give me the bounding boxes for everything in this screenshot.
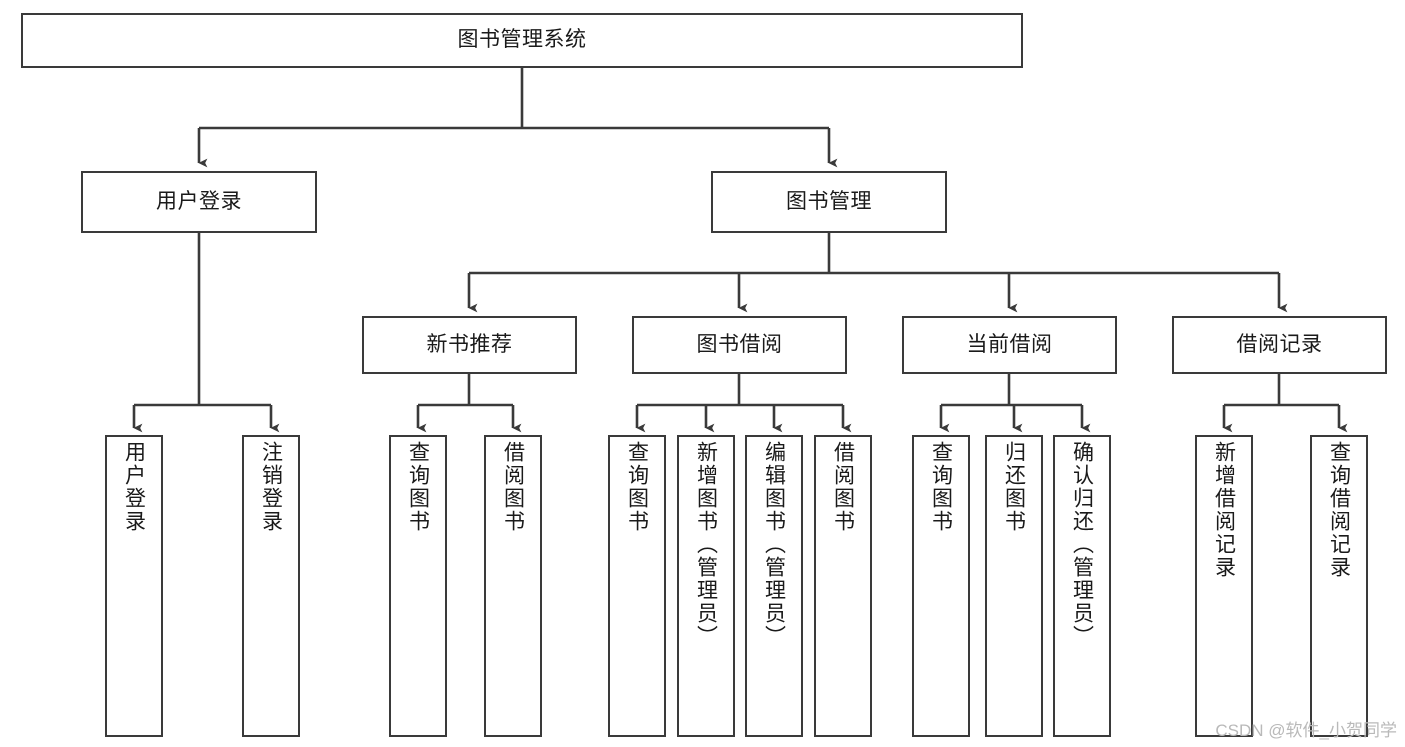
node-book-borrow-label: 图书借阅 <box>696 332 783 356</box>
node-leaf-query-book-borrow-label: 查询图书 <box>625 441 649 533</box>
edge-root-to-level1 <box>197 68 838 168</box>
node-book-borrow[interactable]: 图书借阅 <box>632 316 847 374</box>
node-leaf-user-login[interactable]: 用户登录 <box>105 435 163 737</box>
node-new-book-recommend[interactable]: 新书推荐 <box>362 316 577 374</box>
node-leaf-edit-book-admin[interactable]: 编辑图书（管理员） <box>745 435 803 737</box>
node-user-login[interactable]: 用户登录 <box>81 171 317 233</box>
node-leaf-return-book[interactable]: 归还图书 <box>985 435 1043 737</box>
edge-newbook-to-leaves <box>416 374 522 433</box>
node-leaf-borrow-book[interactable]: 借阅图书 <box>814 435 872 737</box>
node-borrow-record[interactable]: 借阅记录 <box>1172 316 1387 374</box>
node-current-borrow[interactable]: 当前借阅 <box>902 316 1117 374</box>
csdn-watermark: CSDN @软件_小贺同学 <box>1215 721 1397 740</box>
node-leaf-query-book-current[interactable]: 查询图书 <box>912 435 970 737</box>
node-leaf-borrow-book-label: 借阅图书 <box>831 441 855 533</box>
node-leaf-borrow-book-recommend-label: 借阅图书 <box>501 441 525 533</box>
node-leaf-user-logout[interactable]: 注销登录 <box>242 435 300 737</box>
node-root[interactable]: 图书管理系统 <box>21 13 1023 68</box>
node-user-login-label: 用户登录 <box>156 189 242 213</box>
node-book-management[interactable]: 图书管理 <box>711 171 947 233</box>
node-leaf-query-book-recommend-label: 查询图书 <box>406 441 430 533</box>
edge-borrowrecord-to-leaves <box>1222 374 1348 433</box>
node-leaf-query-book-current-label: 查询图书 <box>929 441 953 533</box>
node-leaf-query-borrow-record-label: 查询借阅记录 <box>1327 441 1351 579</box>
node-leaf-add-book-admin-label: 新增图书（管理员） <box>694 441 718 648</box>
node-leaf-add-book-admin[interactable]: 新增图书（管理员） <box>677 435 735 737</box>
node-leaf-query-borrow-record[interactable]: 查询借阅记录 <box>1310 435 1368 737</box>
node-leaf-confirm-return-admin-label: 确认归还（管理员） <box>1070 441 1094 648</box>
node-leaf-return-book-label: 归还图书 <box>1002 441 1026 533</box>
node-leaf-add-borrow-record-label: 新增借阅记录 <box>1212 441 1236 579</box>
node-root-label: 图书管理系统 <box>457 28 587 52</box>
edge-bookmgmt-to-level2 <box>467 233 1288 313</box>
node-new-book-recommend-label: 新书推荐 <box>426 332 513 356</box>
node-leaf-user-login-label: 用户登录 <box>122 441 146 533</box>
node-leaf-add-borrow-record[interactable]: 新增借阅记录 <box>1195 435 1253 737</box>
node-leaf-borrow-book-recommend[interactable]: 借阅图书 <box>484 435 542 737</box>
edge-currentborrow-to-leaves <box>939 374 1091 433</box>
edge-bookborrow-to-leaves <box>635 374 852 433</box>
node-leaf-confirm-return-admin[interactable]: 确认归还（管理员） <box>1053 435 1111 737</box>
node-leaf-user-logout-label: 注销登录 <box>259 441 283 533</box>
edge-userlogin-to-leaves <box>132 233 280 433</box>
node-book-management-label: 图书管理 <box>786 189 872 213</box>
node-leaf-query-book-borrow[interactable]: 查询图书 <box>608 435 666 737</box>
node-leaf-edit-book-admin-label: 编辑图书（管理员） <box>762 441 786 648</box>
node-current-borrow-label: 当前借阅 <box>966 332 1053 356</box>
node-borrow-record-label: 借阅记录 <box>1236 332 1323 356</box>
node-leaf-query-book-recommend[interactable]: 查询图书 <box>389 435 447 737</box>
